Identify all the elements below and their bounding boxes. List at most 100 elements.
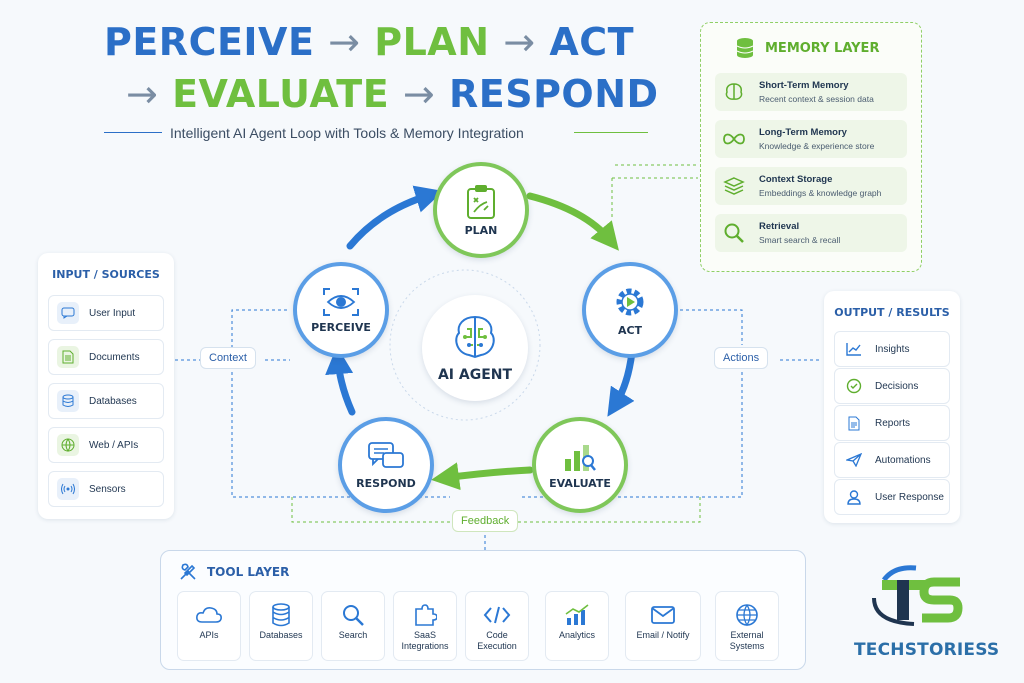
tool-label: Databases <box>259 630 303 640</box>
title-arrow: → <box>402 72 436 116</box>
eye-scan-icon <box>323 287 359 316</box>
feedback-tag: Feedback <box>452 510 519 532</box>
node-evaluate-label: EVALUATE <box>549 476 611 490</box>
tool-code-execution[interactable]: Code Execution <box>465 591 529 661</box>
node-respond[interactable]: RESPOND <box>338 417 434 513</box>
node-perceive[interactable]: PERCEIVE <box>293 262 389 358</box>
brain-circuit-icon <box>455 315 495 359</box>
memory-item-title: Retrieval <box>759 221 800 232</box>
puzzle-icon <box>413 600 437 630</box>
loop-arrow-plan-act <box>526 192 619 251</box>
input-item-sensors[interactable]: Sensors <box>48 471 164 507</box>
dash-context-up <box>231 309 290 348</box>
input-item-documents[interactable]: Documents <box>48 339 164 375</box>
input-item-user-input[interactable]: User Input <box>48 295 164 331</box>
tool-analytics[interactable]: Analytics <box>545 591 609 661</box>
tool-layer-panel: TOOL LAYER APIs Databases Search SaaS In… <box>160 550 806 670</box>
node-act[interactable]: ACT <box>582 262 678 358</box>
tool-label: Email / Notify <box>636 630 690 640</box>
tool-email-notify[interactable]: Email / Notify <box>625 591 701 661</box>
output-item-label: Decisions <box>875 380 919 392</box>
actions-tag: Actions <box>714 347 769 369</box>
output-item-user-response[interactable]: User Response <box>834 479 950 515</box>
memory-item-title: Context Storage <box>759 174 833 185</box>
dash-feedback-right <box>518 497 701 523</box>
output-item-label: User Response <box>875 491 944 503</box>
output-item-automations[interactable]: Automations <box>834 442 950 478</box>
tool-external-systems[interactable]: External Systems <box>715 591 779 661</box>
tool-layer-heading: TOOL LAYER <box>207 565 290 579</box>
title-respond: RESPOND <box>448 72 659 116</box>
send-icon <box>843 449 865 471</box>
title-line-1: PERCEIVE → PLAN → ACT <box>104 20 634 64</box>
report-icon <box>843 412 865 434</box>
bar-chart-search-icon <box>565 444 596 471</box>
globe-icon <box>735 600 759 630</box>
output-item-decisions[interactable]: Decisions <box>834 368 950 404</box>
input-sources-heading: INPUT / SOURCES <box>52 268 160 281</box>
title-arrow: → <box>328 20 361 64</box>
subtitle-rule-right <box>574 132 648 133</box>
document-icon <box>57 346 79 368</box>
memory-item-title: Short-Term Memory <box>759 80 849 91</box>
input-sources-panel: INPUT / SOURCES User Input Documents Dat… <box>38 253 174 519</box>
node-act-label: ACT <box>617 323 643 337</box>
loop-arrow-perceive-plan <box>346 185 444 250</box>
center-ring <box>389 269 541 421</box>
tool-label: SaaS Integrations <box>401 630 449 651</box>
sensor-icon <box>57 478 79 500</box>
input-item-label: Web / APIs <box>89 439 139 451</box>
tool-label: External Systems <box>729 630 765 651</box>
database-icon <box>271 600 291 630</box>
techstoriess-logo-text: TECHSTORIESS <box>854 640 1000 660</box>
title-line-2: → EVALUATE → RESPOND <box>126 72 659 116</box>
mail-icon <box>650 600 676 630</box>
search-icon <box>719 222 749 244</box>
input-item-label: Sensors <box>89 483 126 495</box>
output-item-reports[interactable]: Reports <box>834 405 950 441</box>
gear-play-icon <box>616 288 644 315</box>
ai-agent-label: AI AGENT <box>437 367 513 383</box>
tool-label: APIs <box>199 630 219 640</box>
tool-saas-integrations[interactable]: SaaS Integrations <box>393 591 457 661</box>
output-results-panel: OUTPUT / RESULTS Insights Decisions Repo… <box>824 291 960 523</box>
title-evaluate: EVALUATE <box>172 72 390 116</box>
tool-apis[interactable]: APIs <box>177 591 241 661</box>
node-evaluate[interactable]: EVALUATE <box>532 417 628 513</box>
database-icon <box>57 390 79 412</box>
user-icon <box>843 486 865 508</box>
code-icon <box>483 600 511 630</box>
output-item-label: Automations <box>875 454 931 466</box>
loop-arrow-act-evaluate <box>607 348 636 417</box>
trend-chart-icon <box>843 338 865 360</box>
title-arrow: → <box>126 72 159 116</box>
input-item-label: Documents <box>89 351 140 363</box>
memory-item-title: Long-Term Memory <box>759 127 847 138</box>
node-plan-label: PLAN <box>464 223 498 237</box>
title-arrow: → <box>503 20 536 64</box>
tool-search[interactable]: Search <box>321 591 385 661</box>
node-plan[interactable]: PLAN <box>433 162 529 258</box>
output-item-label: Reports <box>875 417 911 429</box>
ai-agent-core: AI AGENT <box>422 295 528 401</box>
input-item-label: User Input <box>89 307 136 319</box>
chat-bubbles-icon <box>368 441 404 468</box>
memory-layer-heading: MEMORY LAYER <box>765 40 880 56</box>
input-item-databases[interactable]: Databases <box>48 383 164 419</box>
output-item-insights[interactable]: Insights <box>834 331 950 367</box>
loop-arrow-evaluate-respond <box>431 462 534 491</box>
tool-label: Code Execution <box>477 630 517 651</box>
tools-icon <box>180 563 196 580</box>
dash-act-actions <box>680 309 743 345</box>
node-perceive-label: PERCEIVE <box>311 320 371 334</box>
input-item-web-apis[interactable]: Web / APIs <box>48 427 164 463</box>
tool-databases[interactable]: Databases <box>249 591 313 661</box>
database-icon <box>736 38 754 58</box>
tool-label: Analytics <box>558 630 595 640</box>
check-circle-icon <box>843 375 865 397</box>
